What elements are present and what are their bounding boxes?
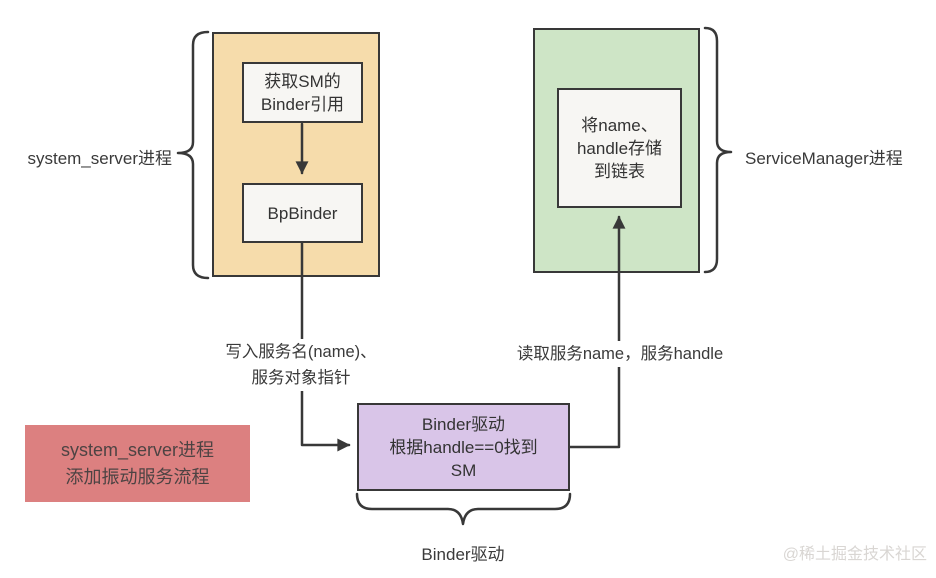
- flow-caption-box: system_server进程 添加振动服务流程: [25, 425, 250, 502]
- read-service-name-annotation: 读取服务name，服务handle: [496, 341, 744, 367]
- brace-right: [703, 26, 733, 274]
- brace-bottom: [355, 492, 572, 526]
- brace-left: [176, 30, 210, 280]
- get-sm-binder-step-box: 获取SM的 Binder引用: [242, 62, 363, 123]
- system-server-process-label: system_server进程: [27, 149, 172, 168]
- binder-driver-label: Binder驱动: [421, 545, 505, 564]
- bpbinder-step-box: BpBinder: [242, 183, 363, 243]
- binder-driver-box: Binder驱动 根据handle==0找到 SM: [357, 403, 570, 491]
- watermark: @稀土掘金技术社区: [782, 546, 927, 563]
- servicemanager-process-label: ServiceManager进程: [745, 149, 903, 168]
- store-name-handle-step-box: 将name、 handle存储 到链表: [557, 88, 682, 208]
- write-service-name-annotation: 写入服务名(name)、 服务对象指针: [203, 339, 399, 391]
